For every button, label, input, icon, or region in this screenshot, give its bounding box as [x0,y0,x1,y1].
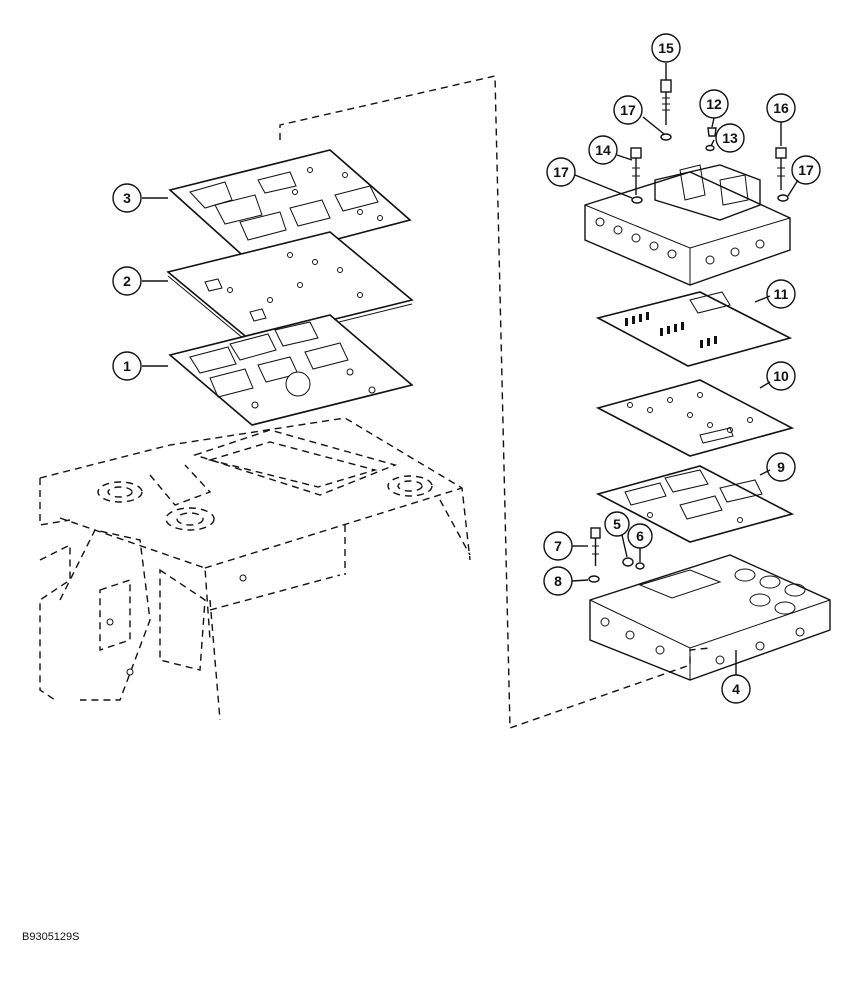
callout-1: 1 [112,351,142,381]
transmission-housing [39,417,471,721]
svg-text:17: 17 [798,162,814,178]
gasket-plate-1 [168,314,414,426]
svg-text:9: 9 [777,459,785,475]
svg-text:8: 8 [554,573,562,589]
callout-17-top: 17 [613,95,643,125]
separator-plate-11 [595,291,793,367]
callout-6: 6 [627,523,653,549]
bolt-15 [660,79,672,125]
bolt-14 [630,147,642,195]
callout-17-left: 17 [546,157,576,187]
svg-text:13: 13 [722,130,738,146]
spring-6 [635,562,645,570]
svg-text:3: 3 [123,190,131,206]
gasket-plate-2 [166,231,414,345]
callout-2: 2 [112,266,142,296]
svg-text:12: 12 [706,96,722,112]
svg-text:10: 10 [773,368,789,384]
separator-plate-10 [595,379,795,457]
callout-16: 16 [766,93,796,123]
valve-body-lower-4 [589,554,831,681]
valve-body-upper [584,164,791,286]
callout-9: 9 [766,452,796,482]
callout-10: 10 [766,361,796,391]
callout-11: 11 [766,279,796,309]
gasket-plate-3 [168,149,412,263]
plug-12 [707,127,717,137]
callout-13: 13 [715,123,745,153]
bolt-7 [590,527,601,566]
callout-12: 12 [699,89,729,119]
callout-3: 3 [112,183,142,213]
callout-7: 7 [543,531,573,561]
svg-text:1: 1 [123,358,131,374]
callout-8: 8 [543,566,573,596]
svg-text:17: 17 [620,102,636,118]
svg-text:2: 2 [123,273,131,289]
callout-5: 5 [604,511,630,537]
washer-17-right [777,194,789,202]
callout-14: 14 [588,135,618,165]
washer-17-top [660,133,672,141]
svg-text:7: 7 [554,538,562,554]
callout-15: 15 [651,33,681,63]
bolt-16 [775,147,787,190]
leader-lines [142,63,799,675]
figure-code: B9305129S [22,931,80,943]
svg-text:5: 5 [613,516,621,532]
svg-text:4: 4 [732,681,740,697]
callout-17-right: 17 [791,155,821,185]
svg-text:14: 14 [595,142,611,158]
callout-4: 4 [721,674,751,704]
svg-text:17: 17 [553,164,569,180]
separator-plate-9 [595,465,795,543]
ball-5 [622,557,634,567]
svg-text:6: 6 [636,528,644,544]
svg-text:11: 11 [774,286,789,302]
washer-17-left [631,196,643,204]
seal-13 [705,144,715,152]
washer-8 [588,575,600,583]
svg-text:15: 15 [658,40,674,56]
svg-text:16: 16 [773,100,789,116]
